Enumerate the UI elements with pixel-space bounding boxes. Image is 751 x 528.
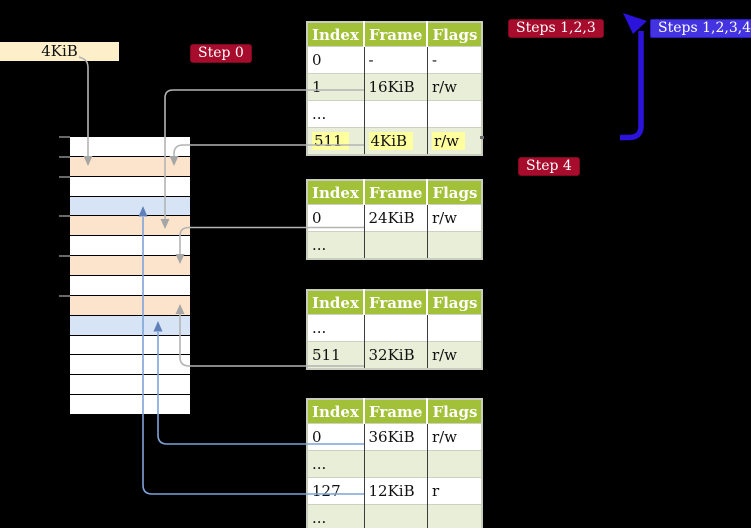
- table-cell: [364, 450, 428, 478]
- table-cell: [427, 231, 483, 259]
- table-cell: r/w: [427, 341, 483, 369]
- column-header: Frame: [364, 180, 429, 205]
- table-cell: 32KiB: [364, 341, 428, 369]
- column-header: Flags: [427, 22, 483, 47]
- table-cell: ...: [307, 100, 365, 128]
- table-cell: [427, 314, 483, 342]
- table-row: ...: [307, 314, 483, 342]
- table-cell: 0: [307, 423, 365, 451]
- steps1234-badge: Steps 1,2,3,4: [650, 19, 751, 38]
- table-cell: [364, 231, 428, 259]
- table-cell: ...: [307, 450, 365, 478]
- table-cell: 12KiB: [364, 477, 428, 505]
- table-cell: [364, 100, 428, 128]
- memory-row-peach: [70, 256, 190, 277]
- memory-row-white: [70, 236, 190, 257]
- table-row: 0--: [307, 46, 483, 74]
- table-row: ...: [307, 504, 483, 528]
- column-header: Frame: [364, 399, 429, 424]
- table-cell: r: [427, 477, 483, 505]
- table-cell: r/w: [427, 73, 483, 101]
- column-header: Frame: [364, 290, 429, 315]
- table-cell: ...: [307, 504, 365, 528]
- table-cell: 36KiB: [364, 423, 428, 451]
- column-header: Index: [307, 22, 365, 47]
- memory-row-blue: [70, 196, 190, 217]
- column-header: Index: [307, 399, 365, 424]
- column-header: Frame: [364, 22, 429, 47]
- steps123-badge: Steps 1,2,3: [508, 19, 604, 38]
- memory-row-white: [70, 355, 190, 376]
- highlighted-value: r/w: [431, 132, 466, 150]
- table-row: 511 4KiB r/w: [307, 127, 483, 155]
- physical-memory-stack: [70, 137, 190, 416]
- column-header: Flags: [427, 399, 483, 424]
- table-cell: 0: [307, 204, 365, 232]
- table-cell: r/w: [427, 423, 483, 451]
- arrowhead-upleft-icon: [623, 13, 647, 34]
- memory-row-peach: [70, 216, 190, 237]
- table-cell: [364, 314, 428, 342]
- table-cell: [364, 504, 428, 528]
- step0-badge: Step 0: [190, 44, 252, 63]
- column-header: Index: [307, 290, 365, 315]
- table-cell: 511: [307, 341, 365, 369]
- highlighted-value: 4KiB: [368, 132, 414, 150]
- memory-row-white: [70, 276, 190, 296]
- memory-row-white: [70, 335, 190, 356]
- table-cell: r/w: [427, 127, 483, 155]
- table-row: ...: [307, 450, 483, 478]
- column-header: Index: [307, 180, 365, 205]
- table-cell: 127: [307, 477, 365, 505]
- table-row: ...: [307, 231, 483, 259]
- table-cell: 1: [307, 73, 365, 101]
- memory-row-white: [70, 137, 190, 157]
- table-cell: 16KiB: [364, 73, 428, 101]
- table-cell: [427, 450, 483, 478]
- table-cell: ...: [307, 231, 365, 259]
- table-cell: 0: [307, 46, 365, 74]
- highlighted-value: 511: [312, 132, 349, 150]
- page-size-label: 4KiB: [0, 42, 119, 61]
- table-cell: -: [427, 46, 483, 74]
- memory-row-white: [70, 375, 190, 396]
- memory-row-blue: [70, 315, 190, 336]
- table-row: ...: [307, 100, 483, 128]
- table-cell: 4KiB: [364, 127, 428, 155]
- step4-badge: Step 4: [518, 157, 580, 176]
- memory-row-white: [70, 176, 190, 197]
- memory-row-peach: [70, 156, 190, 177]
- memory-address-ticks: [59, 136, 70, 297]
- recursive-loop-arrow: [620, 31, 644, 141]
- memory-row-white: [70, 395, 190, 416]
- table-cell: 511: [307, 127, 365, 155]
- memory-row-peach: [70, 295, 190, 316]
- table-cell: [427, 100, 483, 128]
- column-header: Flags: [427, 180, 483, 205]
- table-cell: 24KiB: [364, 204, 428, 232]
- table-cell: [427, 504, 483, 528]
- table-cell: -: [364, 46, 428, 74]
- column-header: Flags: [427, 290, 483, 315]
- table-cell: ...: [307, 314, 365, 342]
- table-cell: r/w: [427, 204, 483, 232]
